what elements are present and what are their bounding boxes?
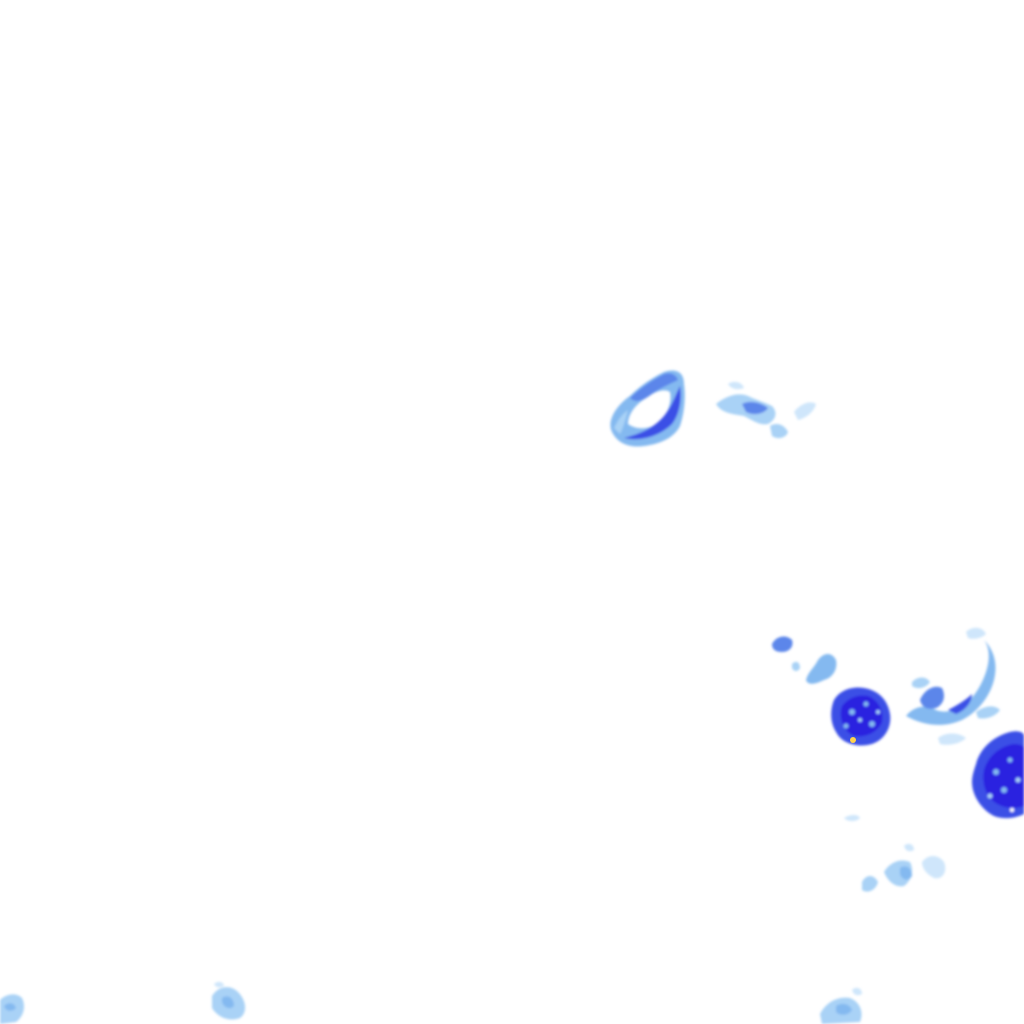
radar-cell-southeast-wisps [844, 815, 946, 892]
radar-cell-far-east-core [972, 731, 1024, 819]
radar-cell-east-small-west [772, 636, 837, 684]
radar-cell-east-arc [906, 627, 1000, 745]
radar-cell-bottom-center-left [212, 981, 246, 1020]
radar-cell-center-ring [610, 370, 685, 447]
radar-cell-bottom-right [820, 987, 862, 1024]
radar-hot-core [850, 737, 856, 743]
radar-cell-center-wisps [716, 381, 816, 439]
radar-cell-east-core [831, 687, 891, 746]
radar-cell-bottom-left [0, 994, 24, 1024]
